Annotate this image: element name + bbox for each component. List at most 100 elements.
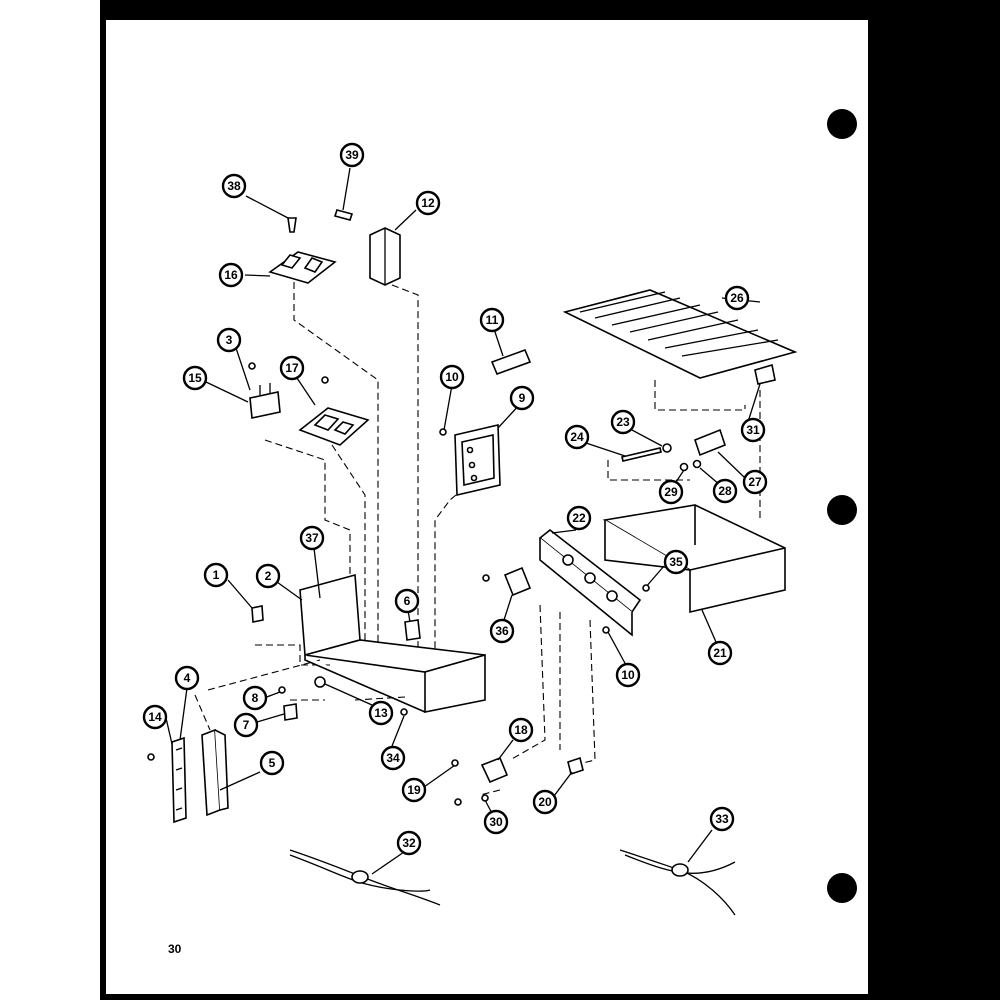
part-27-bracket xyxy=(694,428,726,457)
part-15-relay xyxy=(249,383,281,419)
callout-15: 15 xyxy=(182,365,208,391)
callout-27: 27 xyxy=(742,469,768,495)
binder-hole-top xyxy=(827,109,857,139)
part-29-washer xyxy=(679,462,689,472)
callout-9: 9 xyxy=(509,385,535,411)
callout-24: 24 xyxy=(564,424,590,450)
callout-34: 34 xyxy=(380,745,406,771)
svg-text:3: 3 xyxy=(226,333,233,347)
part-2-control-box xyxy=(299,573,486,713)
callout-3: 3 xyxy=(216,327,242,353)
page-number: 30 xyxy=(168,942,182,956)
svg-text:20: 20 xyxy=(538,795,552,809)
svg-text:19: 19 xyxy=(407,783,421,797)
svg-text:36: 36 xyxy=(495,624,509,638)
svg-text:38: 38 xyxy=(227,179,241,193)
callout-28: 28 xyxy=(712,478,738,504)
part-8-screw xyxy=(278,686,286,694)
part-26-heater-coil xyxy=(562,289,798,379)
callout-13: 13 xyxy=(368,700,394,726)
svg-text:37: 37 xyxy=(305,531,319,545)
callout-17: 17 xyxy=(279,355,305,381)
callout-23: 23 xyxy=(610,409,636,435)
svg-text:39: 39 xyxy=(345,148,359,162)
svg-text:35: 35 xyxy=(669,555,683,569)
svg-text:2: 2 xyxy=(265,569,272,583)
page-border-left xyxy=(100,0,106,1000)
svg-text:14: 14 xyxy=(148,710,162,724)
callout-7: 7 xyxy=(233,712,259,738)
callout-5: 5 xyxy=(259,750,285,776)
part-32-wire-harness xyxy=(289,849,441,906)
svg-text:23: 23 xyxy=(616,415,630,429)
leader-lines xyxy=(165,167,761,875)
callout-36: 36 xyxy=(489,618,515,644)
assembly-lines xyxy=(194,282,761,796)
part-7-clip xyxy=(283,703,298,721)
svg-text:10: 10 xyxy=(445,370,459,384)
part-18-thermostat xyxy=(480,756,509,784)
page-border-right xyxy=(868,0,1000,1000)
svg-text:29: 29 xyxy=(664,485,678,499)
callout-38: 38 xyxy=(221,173,247,199)
callout-20: 20 xyxy=(532,789,558,815)
callout-10-top: 10 xyxy=(439,364,465,390)
part-16-relay-board xyxy=(268,251,337,284)
part-34-washer xyxy=(400,708,408,716)
svg-text:28: 28 xyxy=(718,484,732,498)
svg-text:24: 24 xyxy=(570,430,584,444)
callout-31: 31 xyxy=(740,417,766,443)
part-11-fuse xyxy=(490,348,532,376)
part-38-screw xyxy=(287,217,297,233)
svg-text:27: 27 xyxy=(748,475,762,489)
svg-text:6: 6 xyxy=(404,594,411,608)
part-33-wire-harness xyxy=(619,849,736,916)
callout-10-bottom: 10 xyxy=(615,662,641,688)
svg-text:13: 13 xyxy=(374,706,388,720)
svg-text:1: 1 xyxy=(213,568,220,582)
svg-text:12: 12 xyxy=(421,196,435,210)
svg-text:8: 8 xyxy=(252,691,259,705)
svg-text:4: 4 xyxy=(184,671,191,685)
callout-2: 2 xyxy=(255,563,281,589)
callout-4: 4 xyxy=(174,665,200,691)
part-4-terminal-strip xyxy=(171,736,187,824)
part-22-plate xyxy=(538,528,642,637)
callout-11: 11 xyxy=(479,307,505,333)
part-13-bushing xyxy=(314,676,326,688)
callout-39: 39 xyxy=(339,142,365,168)
callout-33: 33 xyxy=(709,806,735,832)
svg-text:11: 11 xyxy=(486,313,499,327)
callout-12: 12 xyxy=(415,190,441,216)
svg-text:22: 22 xyxy=(572,511,586,525)
part-36-cover xyxy=(503,566,532,597)
callout-19: 19 xyxy=(401,777,427,803)
svg-text:7: 7 xyxy=(243,718,250,732)
part-17-board xyxy=(298,407,370,446)
callout-14: 14 xyxy=(142,704,168,730)
part-21-tray xyxy=(602,504,786,614)
callout-21: 21 xyxy=(707,640,733,666)
binder-hole-bottom xyxy=(827,873,857,903)
part-20-bushing xyxy=(567,756,584,776)
page-border-top xyxy=(100,0,1000,20)
part-24-rod xyxy=(621,447,662,462)
svg-text:31: 31 xyxy=(746,423,760,437)
svg-text:26: 26 xyxy=(730,291,744,305)
svg-text:34: 34 xyxy=(386,751,400,765)
callout-22: 22 xyxy=(566,505,592,531)
svg-text:32: 32 xyxy=(402,836,416,850)
svg-text:21: 21 xyxy=(713,646,727,660)
callout-6: 6 xyxy=(394,588,420,614)
callout-35: 35 xyxy=(663,549,689,575)
svg-text:5: 5 xyxy=(269,756,276,770)
callout-30-bottom: 30 xyxy=(483,809,509,835)
part-28-washer xyxy=(692,459,702,469)
part-9-terminal-block xyxy=(454,424,501,496)
svg-text:17: 17 xyxy=(285,361,299,375)
svg-text:33: 33 xyxy=(715,812,729,826)
callout-29: 29 xyxy=(658,479,684,505)
svg-text:16: 16 xyxy=(224,268,238,282)
svg-text:15: 15 xyxy=(188,371,202,385)
callout-16: 16 xyxy=(218,262,244,288)
